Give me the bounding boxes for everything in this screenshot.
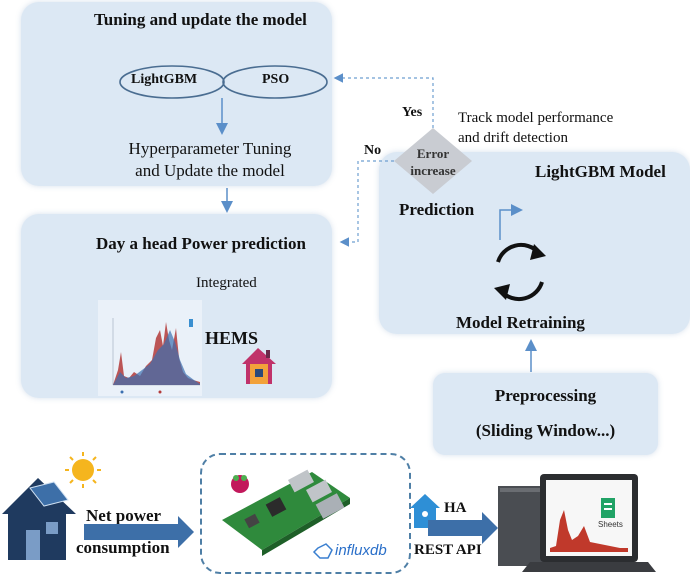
hp-tuning-line1: Hyperparameter Tuning <box>128 139 292 158</box>
decision-line2: increase <box>410 163 456 178</box>
decision-yes-label: Yes <box>402 105 423 120</box>
tuning-title: Tuning and update the model <box>94 10 307 29</box>
influxdb-label: influxdb <box>335 542 387 559</box>
lightgbm-model-title: LightGBM Model <box>535 162 666 181</box>
prediction-label: Prediction <box>399 200 475 219</box>
day-ahead-title: Day a head Power prediction <box>96 234 306 253</box>
preprocessing-line2: (Sliding Window...) <box>475 421 616 440</box>
hp-tuning-line2: and Update the model <box>135 161 285 180</box>
model-retraining-label: Model Retraining <box>456 313 585 332</box>
venn-lightgbm-label: LightGBM <box>131 72 198 87</box>
rest-api-label: REST API <box>414 542 482 558</box>
net-power-line1: Net power <box>86 506 162 525</box>
track-performance-line1: Track model performance <box>458 110 614 126</box>
preprocessing-panel <box>433 373 658 455</box>
sheets-label: Sheets <box>598 520 623 529</box>
decision-line1: Error <box>416 146 450 161</box>
venn-pso-label: PSO <box>262 72 290 87</box>
decision-no-label: No <box>364 143 382 158</box>
hems-label: HEMS <box>205 328 259 348</box>
net-power-line2: consumption <box>76 538 170 557</box>
integrated-label: Integrated <box>196 275 257 291</box>
track-performance-line2: and drift detection <box>458 130 568 146</box>
ha-label: HA <box>444 500 467 516</box>
preprocessing-line1: Preprocessing <box>494 386 597 405</box>
